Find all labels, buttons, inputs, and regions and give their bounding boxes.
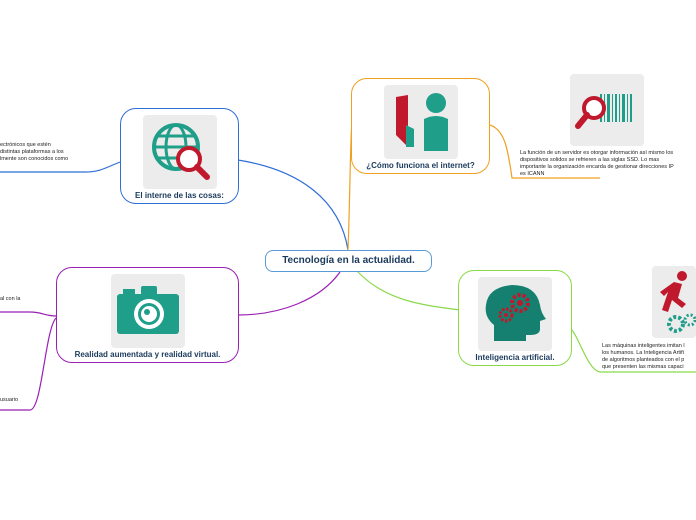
- topic-ai[interactable]: Inteligencia artificial.: [458, 270, 572, 366]
- topic-iot-title: El interne de las cosas:: [135, 191, 224, 200]
- note-line: Las máquinas inteligentes imitan l: [602, 343, 685, 349]
- note-line: lmente son conocidos como: [0, 156, 69, 162]
- note-line: La función de un servidor es otorgar inf…: [520, 150, 674, 156]
- topic-ar-note-b: usuario: [0, 397, 19, 403]
- note-line: de algoritmos planteados con el p: [602, 357, 685, 363]
- topic-internet-title: ¿Cómo funciona el internet?: [366, 161, 475, 170]
- topic-ai-title: Inteligencia artificial.: [475, 353, 555, 362]
- topic-internet-note: La función de un servidor es otorgar inf…: [520, 150, 674, 178]
- topic-iot[interactable]: El interne de las cosas:: [120, 108, 239, 204]
- central-topic[interactable]: Tecnología en la actualidad.: [265, 250, 432, 272]
- topic-internet[interactable]: ¿Cómo funciona el internet?: [351, 78, 490, 174]
- note-line: distintas plataformas a los: [0, 149, 64, 155]
- globe-search-icon: [142, 115, 217, 189]
- running-gears-icon: [652, 266, 696, 338]
- topic-ar[interactable]: Realidad aumentada y realidad virtual.: [56, 267, 239, 363]
- topic-ar-title: Realidad aumentada y realidad virtual.: [74, 350, 221, 359]
- topic-ai-note: Las máquinas inteligentes imitan l los h…: [602, 343, 685, 371]
- topic-iot-note: ectrónicos que estén distintas plataform…: [0, 142, 68, 163]
- camera-icon: [110, 274, 185, 348]
- note-line: dispositivos solidos se refrieren a las …: [520, 157, 660, 163]
- note-line: es ICANN: [520, 171, 545, 177]
- note-line: que presenten las mismas capaci: [602, 364, 684, 370]
- topic-ar-note-a: al con la: [0, 296, 21, 302]
- note-line: ectrónicos que estén: [0, 142, 51, 148]
- note-line: importante la organización encarda de ge…: [520, 164, 674, 170]
- barcode-search-icon: [570, 74, 644, 146]
- note-line: los humanos. La Inteligencia Artifi: [602, 350, 684, 356]
- people-icon: [383, 85, 458, 159]
- head-gears-icon: [478, 277, 552, 351]
